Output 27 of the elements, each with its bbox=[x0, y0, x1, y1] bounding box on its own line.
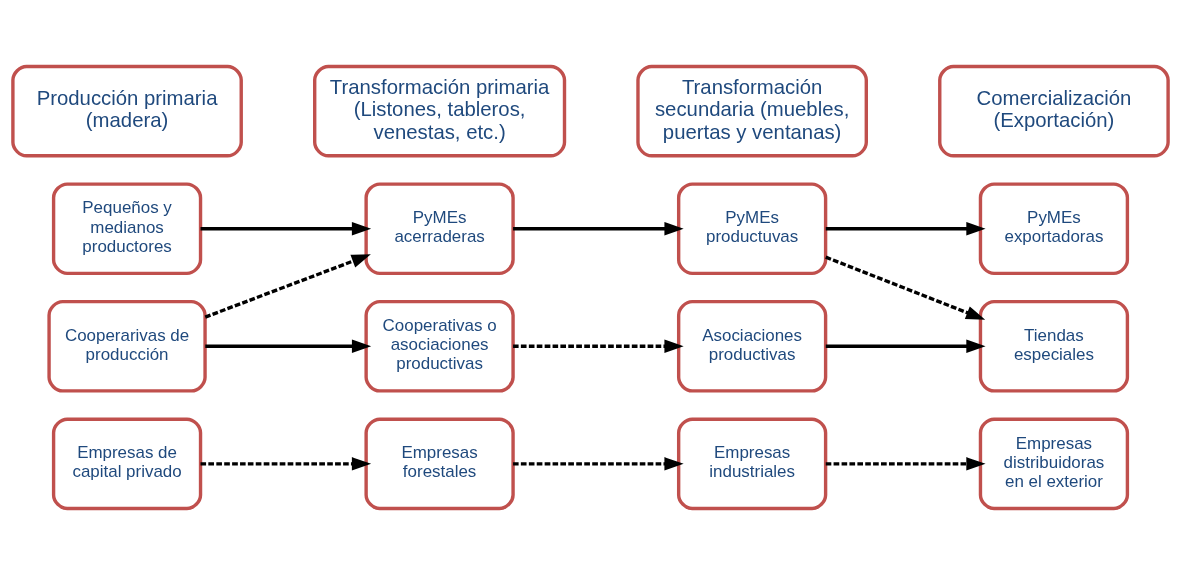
node-box: Pequeños y medianos productores bbox=[51, 181, 203, 275]
node-box: Cooperativas o asociaciones productivas bbox=[364, 299, 515, 393]
node-box: Producción primaria (madera) bbox=[11, 64, 243, 157]
node-box: Transformación primaria (Listones, tableros, venestas, etc.) bbox=[313, 64, 567, 157]
arrow bbox=[825, 456, 986, 471]
node-box: Empresas distribuidoras en el exterior bbox=[978, 417, 1130, 510]
node-box: Transformación secundaria (muebles, puertas y ventanas) bbox=[636, 64, 868, 157]
arrow bbox=[825, 255, 986, 320]
arrow bbox=[205, 339, 372, 353]
node-box: Comercialización (Exportación) bbox=[938, 64, 1170, 157]
node-box: Tiendas especiales bbox=[978, 299, 1130, 393]
arrow bbox=[200, 456, 372, 471]
arrow bbox=[204, 253, 371, 319]
node-box: Empresas forestales bbox=[364, 417, 515, 510]
arrow bbox=[825, 221, 986, 235]
node-box: Empresas industriales bbox=[676, 417, 828, 510]
node-box: Empresas de capital privado bbox=[51, 417, 203, 510]
arrow bbox=[200, 221, 372, 235]
node-box: PyMEs acerraderas bbox=[364, 181, 515, 275]
node-box: Cooperarivas de producción bbox=[47, 299, 207, 393]
arrow bbox=[513, 339, 684, 353]
node-box: PyMEs exportadoras bbox=[978, 181, 1130, 275]
node-box: Asociaciones productivas bbox=[676, 299, 828, 393]
arrow bbox=[513, 221, 684, 235]
node-box: PyMEs productuvas bbox=[676, 181, 828, 275]
arrow bbox=[513, 456, 684, 471]
arrow bbox=[825, 339, 986, 353]
